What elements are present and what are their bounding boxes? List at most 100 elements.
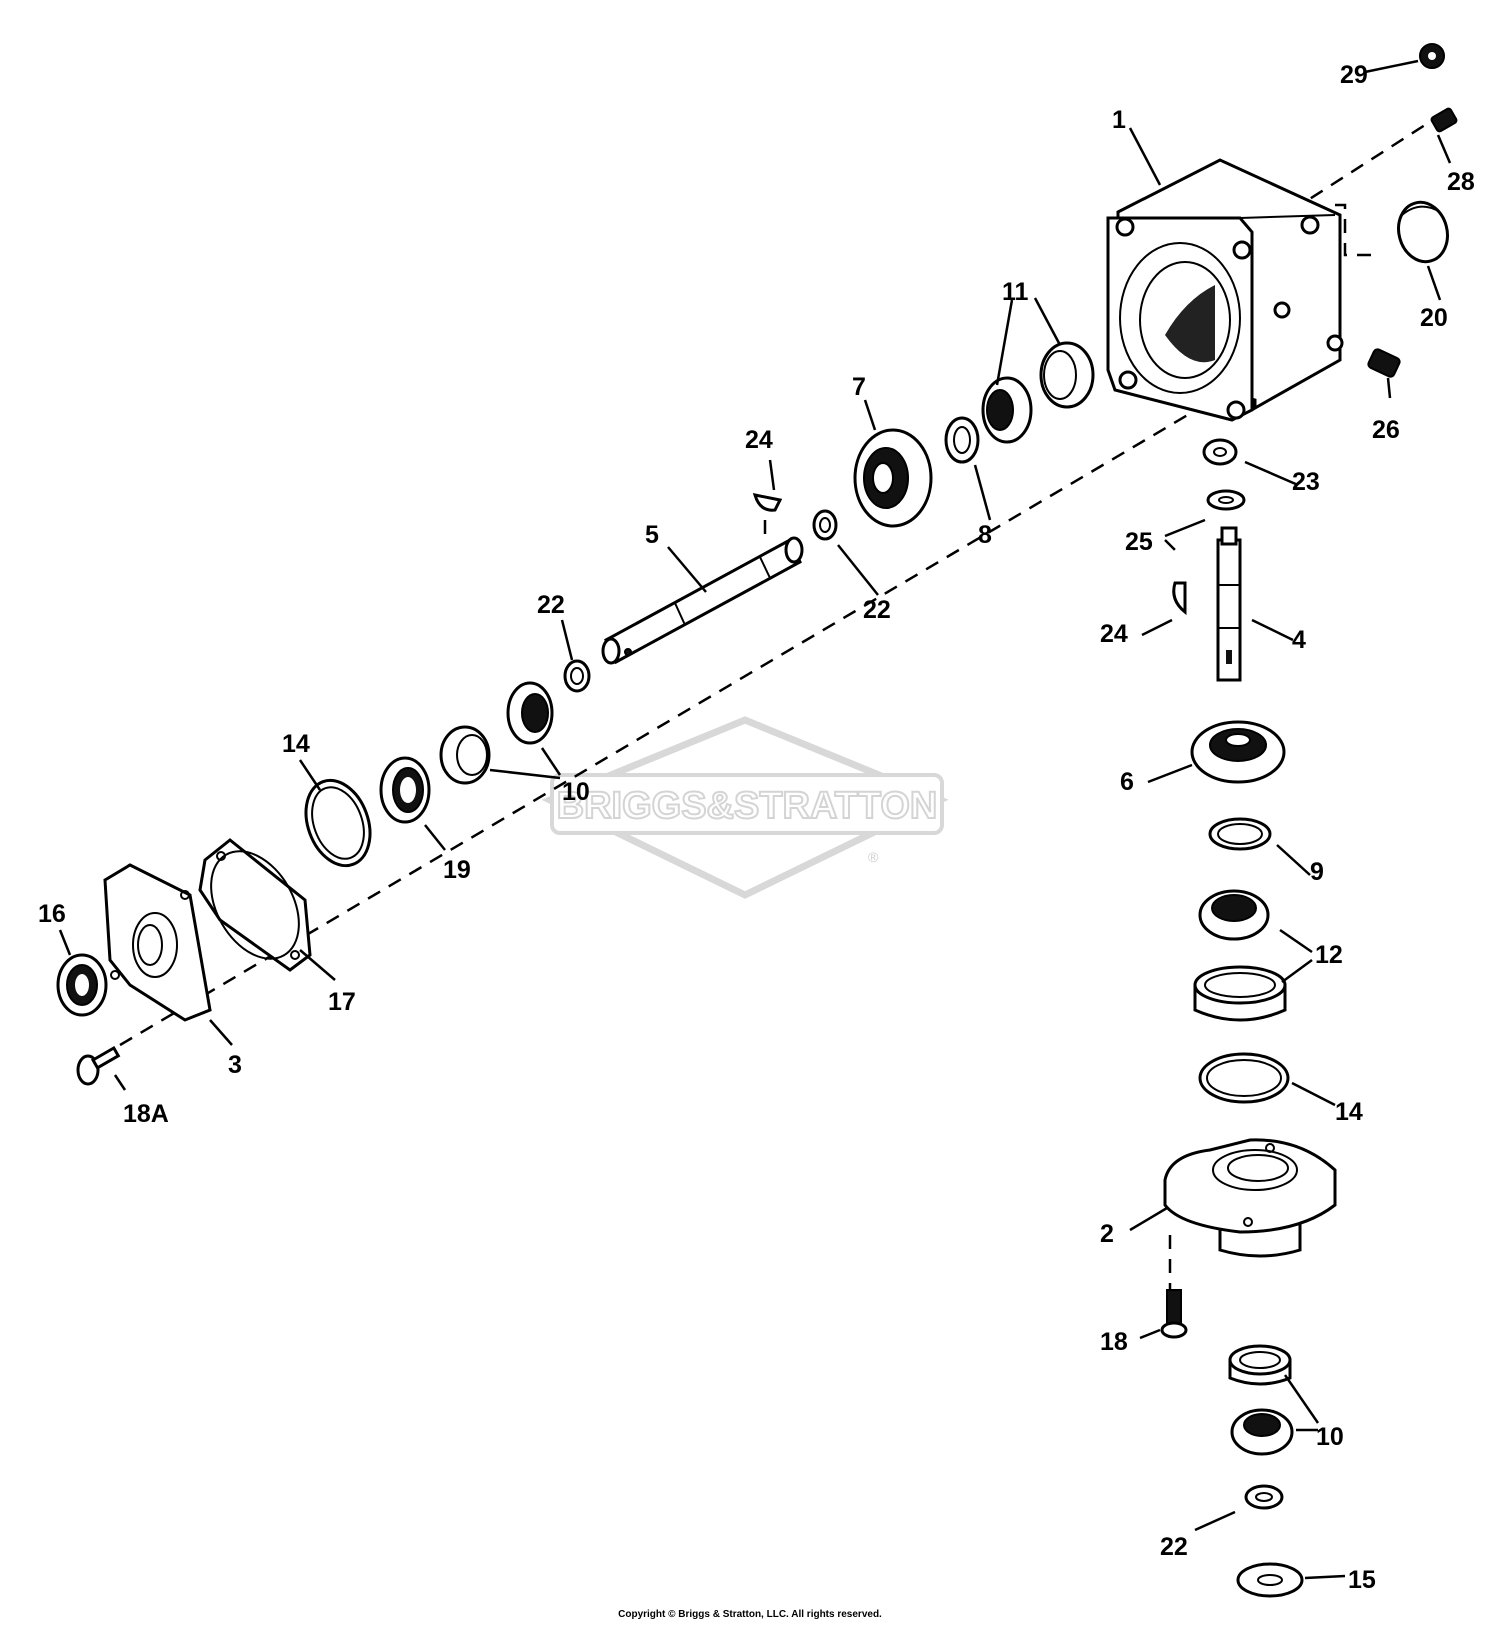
- housing-bore-outer: [1119, 242, 1241, 394]
- callout-25: 25: [1125, 528, 1153, 556]
- part-26-fitting: [1367, 348, 1401, 378]
- part-29-nut: [1419, 43, 1445, 69]
- callout-labels: 29 28 1 20 26 11 7 8 23 25 24 24 5 22 22…: [38, 61, 1475, 1594]
- bearing-cone-10-rollers: [521, 693, 549, 733]
- callout-7: 7: [852, 373, 866, 401]
- part-19-oil-seal: [379, 756, 431, 824]
- part-22-retaining-ring-upper: [812, 509, 838, 541]
- cover-3-boss: [132, 912, 178, 978]
- housing-2-bore-outer: [1212, 1149, 1298, 1191]
- callout-4: 4: [1292, 626, 1306, 654]
- callout-12: 12: [1315, 941, 1343, 969]
- ring-22-lower: [563, 659, 591, 693]
- part-16-oil-seal: [56, 953, 108, 1017]
- bearing-cup-10-lower-inner: [1239, 1351, 1281, 1369]
- callout-1: 1: [1112, 106, 1126, 134]
- callout-24-upper: 24: [745, 426, 773, 454]
- housing-bore-inner: [1139, 261, 1231, 379]
- key-axis-4: [1164, 539, 1176, 551]
- cap-axis: [1335, 203, 1380, 257]
- gasket-17-opening: [210, 850, 300, 960]
- callout-18: 18: [1100, 1328, 1128, 1356]
- callout-23: 23: [1292, 468, 1320, 496]
- callout-15: 15: [1348, 1566, 1376, 1594]
- gasket-14-lower-inner: [1206, 1059, 1282, 1097]
- housing-bolt-hole-5: [1232, 240, 1252, 260]
- gear-7-hub: [872, 462, 894, 494]
- nut-23-hole: [1213, 447, 1227, 457]
- callout-17: 17: [328, 988, 356, 1016]
- callout-9: 9: [1310, 858, 1324, 886]
- housing-bolt-hole-6: [1326, 334, 1344, 352]
- callout-22-left: 22: [537, 591, 565, 619]
- key-24-lower: [1172, 581, 1187, 616]
- part-10-bearing-set-lower: [1228, 1344, 1294, 1456]
- bearing-cone-11-rollers: [986, 389, 1014, 431]
- part-2-bearing-housing: [1163, 1138, 1337, 1258]
- housing-bolt-hole-1: [1115, 217, 1135, 237]
- callout-20: 20: [1420, 304, 1448, 332]
- bearing-cup-10-lower: [1228, 1344, 1292, 1376]
- part-8-washer: [944, 416, 980, 464]
- housing-2-hole-2: [1243, 1217, 1253, 1227]
- housing-top-axis: [1229, 123, 1426, 252]
- part-20-cap: [1397, 200, 1449, 264]
- screw-18a-shank: [90, 1045, 121, 1070]
- watermark-banner: [550, 773, 944, 835]
- ring-22-bottom: [1244, 1484, 1284, 1510]
- part-12-bearing-set: [1193, 889, 1287, 1022]
- bearing-cup-11: [1039, 341, 1095, 409]
- housing-2-flange: [1163, 1138, 1337, 1234]
- bearing-cone-10-lower-rollers: [1243, 1413, 1281, 1437]
- gasket-14-upper: [304, 778, 372, 868]
- part-18a-screw: [76, 1045, 121, 1086]
- housing-edge: [1239, 214, 1336, 219]
- housing-bore-shadow: [1165, 285, 1215, 363]
- bearing-cup-11-inner: [1043, 350, 1077, 400]
- washer-8-hole: [953, 426, 971, 454]
- gasket-14-lower: [1198, 1052, 1290, 1104]
- gasket-17-outline: [198, 838, 312, 972]
- watermark-registered: ®: [868, 849, 879, 865]
- callout-14-upper: 14: [282, 730, 310, 758]
- part-15-washer: [1236, 1562, 1304, 1598]
- nut-29-hole: [1428, 52, 1436, 60]
- callout-2: 2: [1100, 1220, 1114, 1248]
- callout-10-upper: 10: [562, 778, 590, 806]
- shaft-5-end-right: [784, 536, 804, 564]
- cap-20: [1397, 200, 1449, 264]
- callout-24-lower: 24: [1100, 620, 1128, 648]
- washer-15-hole: [1257, 1574, 1283, 1586]
- ring-22-lower-hole: [570, 667, 584, 685]
- housing-bolt-hole-4: [1300, 215, 1320, 235]
- screw-18-head: [1160, 1321, 1188, 1339]
- nut-23: [1202, 438, 1238, 466]
- housing-2-bore-inner: [1227, 1154, 1289, 1182]
- callout-18a: 18A: [123, 1100, 169, 1128]
- part-6-bevel-pinion: [1190, 720, 1286, 784]
- housing-2-hole-1: [1265, 1143, 1275, 1153]
- part-1-gearbox-housing: [1106, 158, 1344, 422]
- leader-lines: [58, 59, 1452, 1580]
- part-24-woodruff-key-lower: [1172, 581, 1187, 616]
- cap-20-rim: [1401, 205, 1441, 216]
- shaft-4-tip: [1220, 526, 1238, 546]
- part-9-spacer: [1208, 817, 1272, 851]
- gear-6-hub: [1225, 733, 1251, 747]
- part-7-bevel-gear: [853, 428, 933, 528]
- part-22-retaining-ring-bottom: [1244, 1484, 1284, 1510]
- callout-22-bottom: 22: [1160, 1533, 1188, 1561]
- spacer-9-inner: [1217, 823, 1263, 845]
- shaft-5-groove-2: [759, 556, 771, 579]
- callout-8: 8: [978, 521, 992, 549]
- shaft-5-groove-1: [674, 602, 686, 626]
- callout-14-lower: 14: [1335, 1098, 1363, 1126]
- housing-bolt-hole-3: [1226, 400, 1246, 420]
- seal-16-bore: [75, 974, 89, 996]
- callout-28: 28: [1447, 168, 1475, 196]
- shaft-5-hole: [624, 648, 632, 656]
- cover-3-hole-2: [180, 890, 190, 900]
- bearing-cup-10: [439, 725, 491, 785]
- part-4-output-shaft: [1216, 526, 1242, 682]
